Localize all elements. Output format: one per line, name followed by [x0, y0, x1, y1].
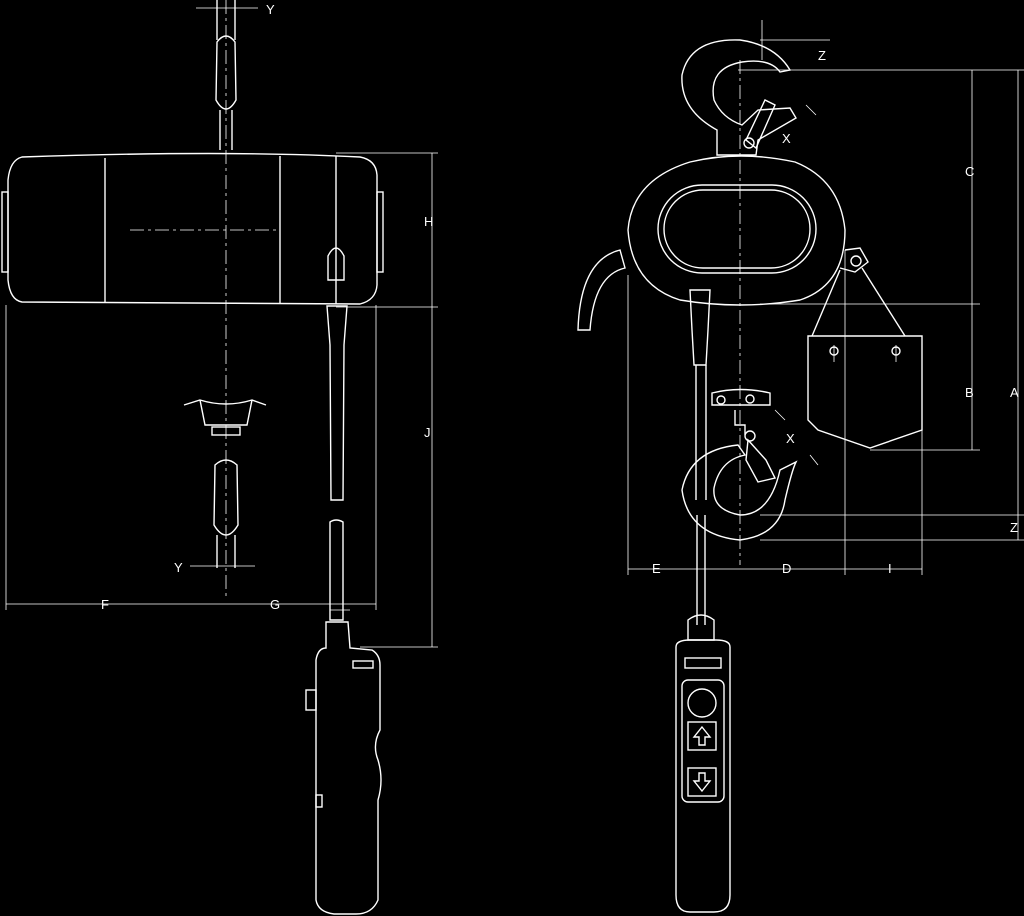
label-c: C: [965, 164, 974, 179]
front-hoist-body: [577, 155, 906, 337]
up-arrow-icon: [692, 725, 712, 746]
label-e: E: [652, 561, 661, 576]
front-chain: [689, 289, 711, 500]
label-f: F: [101, 597, 109, 612]
down-button: [687, 767, 717, 797]
front-view: Z X C B A X Z E D I: [577, 20, 1024, 913]
front-dimensions: [627, 20, 1024, 575]
label-j: J: [424, 425, 431, 440]
label-g: G: [270, 597, 280, 612]
label-a: A: [1010, 385, 1019, 400]
down-arrow-icon: [692, 772, 712, 793]
label-y-bottom: Y: [174, 560, 183, 575]
side-chain: [326, 305, 348, 621]
side-dimensions: [5, 152, 438, 648]
up-button: [687, 721, 717, 751]
label-x-bottom: X: [786, 431, 795, 446]
front-top-hook: [681, 39, 797, 156]
front-pendant: [675, 614, 731, 913]
label-z-top: Z: [818, 48, 826, 63]
label-i: I: [888, 561, 892, 576]
label-x-top: X: [782, 131, 791, 146]
side-bottom-hook: [183, 399, 267, 568]
side-pendant: [305, 609, 382, 915]
front-bottom-hook: [681, 388, 798, 541]
power-button-icon: [687, 688, 717, 718]
front-pendant-cable: [696, 515, 706, 625]
label-z-bottom: Z: [1010, 520, 1018, 535]
front-chain-bag: [807, 335, 923, 449]
label-d: D: [782, 561, 791, 576]
label-h: H: [424, 214, 433, 229]
side-hoist-body: [1, 152, 384, 305]
label-b: B: [965, 385, 974, 400]
label-y-top: Y: [266, 2, 275, 17]
side-view: Y H J Y F G: [1, 0, 438, 915]
side-top-hook: [196, 0, 258, 150]
